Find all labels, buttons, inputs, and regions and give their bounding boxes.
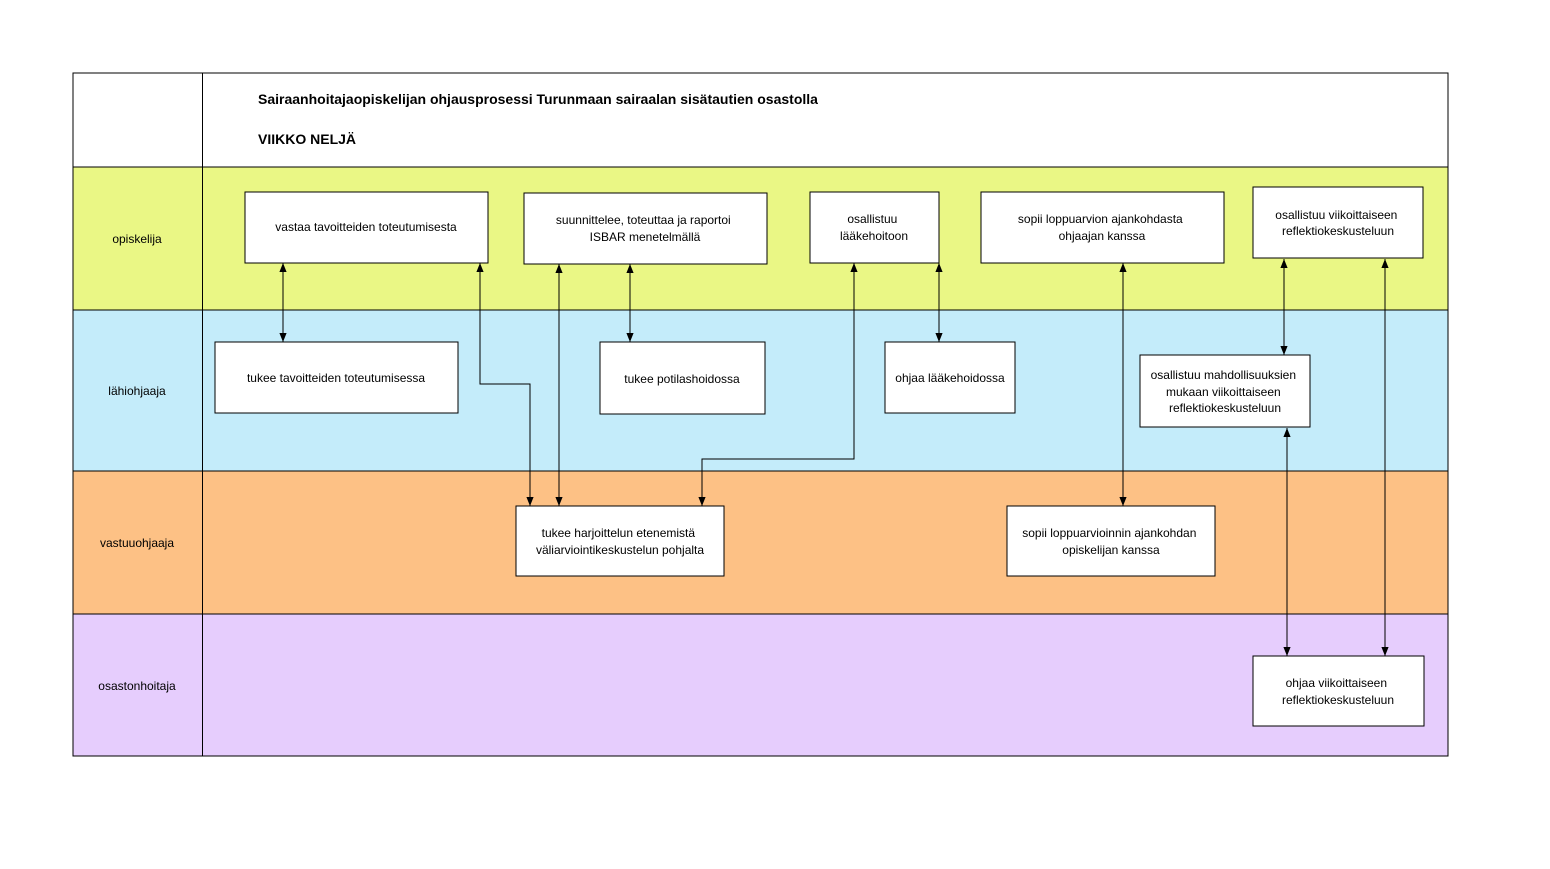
box-line: ohjaa lääkehoidossa bbox=[895, 371, 1005, 385]
box-vastaa-tavoitteiden: vastaa tavoitteiden toteutumisesta bbox=[244, 191, 489, 264]
box-frame bbox=[523, 192, 768, 265]
box-line: tukee tavoitteiden toteutumisessa bbox=[247, 371, 425, 385]
box-text: osallistuu mahdollisuuksien mukaan viiko… bbox=[1151, 368, 1300, 415]
box-text: ohjaa viikoittaiseen reflektiokeskustelu… bbox=[1282, 676, 1394, 707]
box-line: sopii loppuarvion ajankohdasta bbox=[1018, 212, 1183, 226]
box-ohjaa-viikoittaiseen: ohjaa viikoittaiseen reflektiokeskustelu… bbox=[1252, 655, 1425, 727]
box-line: osallistuu bbox=[847, 212, 897, 226]
box-frame bbox=[884, 341, 1016, 414]
box-frame bbox=[1252, 655, 1425, 727]
box-line: reflektiokeskusteluun bbox=[1169, 401, 1281, 415]
box-line: opiskelijan kanssa bbox=[1062, 543, 1160, 557]
box-frame bbox=[980, 191, 1225, 264]
box-sopii-loppuarvioinnin: sopii loppuarvioinnin ajankohdan opiskel… bbox=[1006, 505, 1216, 577]
box-line: lääkehoitoon bbox=[840, 229, 908, 243]
box-text: osallistuu lääkehoitoon bbox=[840, 212, 908, 243]
box-line: osallistuu viikoittaiseen bbox=[1275, 208, 1397, 222]
lane-vastuuohjaaja: vastuuohjaaja bbox=[73, 471, 1448, 614]
box-line: tukee potilashoidossa bbox=[624, 372, 740, 386]
box-osallistuu-reflektio: osallistuu viikoittaiseen reflektiokesku… bbox=[1252, 186, 1424, 259]
box-line: osallistuu mahdollisuuksien bbox=[1151, 368, 1296, 382]
box-frame bbox=[244, 191, 489, 264]
box-osallistuu-mahdollisuuksien: osallistuu mahdollisuuksien mukaan viiko… bbox=[1139, 354, 1311, 428]
outer-frame bbox=[72, 72, 1449, 757]
lane-label: lähiohjaaja bbox=[108, 384, 166, 398]
box-tukee-potilashoidossa: tukee potilashoidossa bbox=[599, 341, 766, 415]
box-frame bbox=[1139, 354, 1311, 428]
box-line: reflektiokeskusteluun bbox=[1282, 693, 1394, 707]
box-tukee-tavoitteiden: tukee tavoitteiden toteutumisessa bbox=[214, 341, 459, 414]
box-line: sopii loppuarvioinnin ajankohdan bbox=[1022, 526, 1196, 540]
box-text: tukee harjoittelun etenemistä väliarvioi… bbox=[536, 526, 704, 557]
box-frame bbox=[1252, 186, 1424, 259]
box-line: väliarviointikeskustelun pohjalta bbox=[536, 543, 704, 557]
box-sopii-loppuarvion: sopii loppuarvion ajankohdasta ohjaajan … bbox=[980, 191, 1225, 264]
connector-o1-v1 bbox=[476, 263, 534, 506]
box-frame bbox=[809, 191, 940, 264]
header-area bbox=[73, 73, 1448, 167]
box-line: ohjaajan kanssa bbox=[1059, 229, 1146, 243]
box-osallistuu-laakehoitoon: osallistuu lääkehoitoon bbox=[809, 191, 940, 264]
box-text: osallistuu viikoittaiseen reflektiokesku… bbox=[1275, 208, 1400, 238]
lane-label: osastonhoitaja bbox=[98, 679, 176, 693]
box-line: tukee harjoittelun etenemistä bbox=[542, 526, 696, 540]
box-suunnittelee-isbar: suunnittelee, toteuttaa ja raportoi ISBA… bbox=[523, 192, 768, 265]
box-text: sopii loppuarvion ajankohdasta ohjaajan … bbox=[1018, 212, 1186, 243]
lane-osastonhoitaja: osastonhoitaja bbox=[73, 614, 1448, 756]
box-text: tukee potilashoidossa bbox=[624, 372, 740, 386]
diagram-subtitle: VIIKKO NELJÄ bbox=[258, 131, 356, 147]
box-line: vastaa tavoitteiden toteutumisesta bbox=[275, 220, 457, 234]
box-text: tukee tavoitteiden toteutumisessa bbox=[247, 371, 425, 385]
box-text: ohjaa lääkehoidossa bbox=[895, 371, 1005, 385]
box-text: vastaa tavoitteiden toteutumisesta bbox=[275, 220, 457, 234]
box-line: suunnittelee, toteuttaa ja raportoi bbox=[556, 213, 731, 227]
connectors bbox=[279, 259, 1389, 656]
lane-background bbox=[73, 614, 1448, 756]
lane-label: vastuuohjaaja bbox=[100, 536, 174, 550]
box-frame bbox=[1006, 505, 1216, 577]
box-line: ISBAR menetelmällä bbox=[590, 230, 701, 244]
box-frame bbox=[214, 341, 459, 414]
box-line: mukaan viikoittaiseen bbox=[1166, 385, 1281, 399]
box-line: ohjaa viikoittaiseen bbox=[1286, 676, 1387, 690]
box-ohjaa-laakehoidossa: ohjaa lääkehoidossa bbox=[884, 341, 1016, 414]
lane-background bbox=[73, 471, 1448, 614]
box-frame bbox=[599, 341, 766, 415]
box-text: suunnittelee, toteuttaa ja raportoi ISBA… bbox=[556, 213, 734, 244]
box-line: reflektiokeskusteluun bbox=[1282, 224, 1394, 238]
box-text: sopii loppuarvioinnin ajankohdan opiskel… bbox=[1022, 526, 1199, 557]
box-frame bbox=[515, 505, 725, 577]
diagram-title: Sairaanhoitajaopiskelijan ohjausprosessi… bbox=[258, 91, 818, 107]
connector-o3-v1 bbox=[698, 263, 858, 506]
lane-label: opiskelija bbox=[112, 232, 162, 246]
box-tukee-harjoittelun: tukee harjoittelun etenemistä väliarvioi… bbox=[515, 505, 725, 577]
